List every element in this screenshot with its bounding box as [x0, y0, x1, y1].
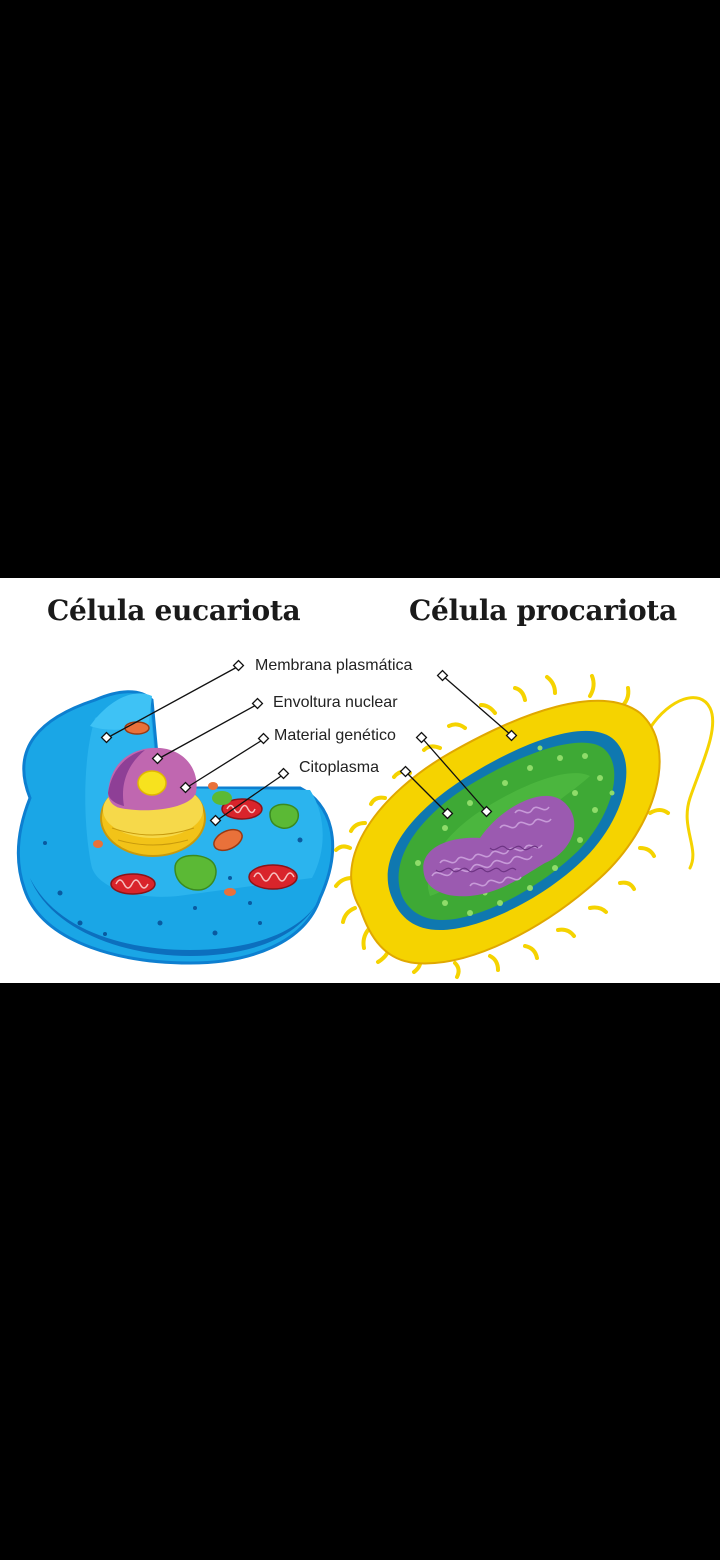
- diagram-panel: Célula eucariota Célula procariota Membr…: [0, 578, 720, 983]
- prokaryote-title: Célula procariota: [409, 594, 677, 627]
- mitochondria-group: [110, 721, 298, 895]
- leader-marker: [209, 814, 222, 827]
- eukaryotic-cell: [16, 690, 335, 965]
- nuclear-envelope-texture: [111, 827, 195, 846]
- vacuole: [212, 791, 232, 805]
- mitochondrion: [213, 828, 243, 852]
- prokaryotic-cell: [334, 674, 715, 979]
- vesicle: [208, 782, 218, 790]
- leader-marker: [232, 659, 245, 672]
- eukaryote-flap: [90, 693, 152, 730]
- vacuole: [269, 803, 299, 829]
- ribosomes: [415, 745, 615, 916]
- leader-lines: [100, 659, 518, 827]
- nucleoid: [423, 795, 575, 897]
- mitochondrion: [124, 721, 150, 735]
- nucleus-interior-shade: [108, 750, 145, 806]
- leader-marker: [505, 729, 518, 742]
- vesicles: [43, 837, 303, 936]
- label-genetic-material: Material genético: [274, 727, 396, 744]
- label-nuclear-envelope: Envoltura nuclear: [273, 694, 398, 711]
- leader-marker: [480, 805, 493, 818]
- cell-diagram: [16, 659, 715, 979]
- label-cytoplasm: Citoplasma: [299, 759, 380, 776]
- leader-marker: [441, 807, 454, 820]
- nucleolus: [137, 770, 167, 796]
- leader-marker: [257, 732, 270, 745]
- vesicle: [224, 888, 236, 896]
- mitochondrion: [221, 798, 263, 820]
- leader-marker: [415, 731, 428, 744]
- leader-marker: [151, 752, 164, 765]
- vacuole: [174, 854, 217, 891]
- leader-marker: [399, 765, 412, 778]
- mitochondrion: [110, 873, 156, 895]
- nucleus: [100, 747, 206, 857]
- leader-marker: [277, 767, 290, 780]
- eukaryote-title: Célula eucariota: [47, 594, 301, 627]
- leader-marker: [251, 697, 264, 710]
- leader-marker: [179, 781, 192, 794]
- mitochondrion: [248, 864, 298, 890]
- leader-marker: [436, 669, 449, 682]
- vesicle: [93, 840, 103, 848]
- eukaryote-side-shading: [30, 878, 320, 956]
- leader-marker: [100, 731, 113, 744]
- label-membrane: Membrana plasmática: [255, 657, 413, 674]
